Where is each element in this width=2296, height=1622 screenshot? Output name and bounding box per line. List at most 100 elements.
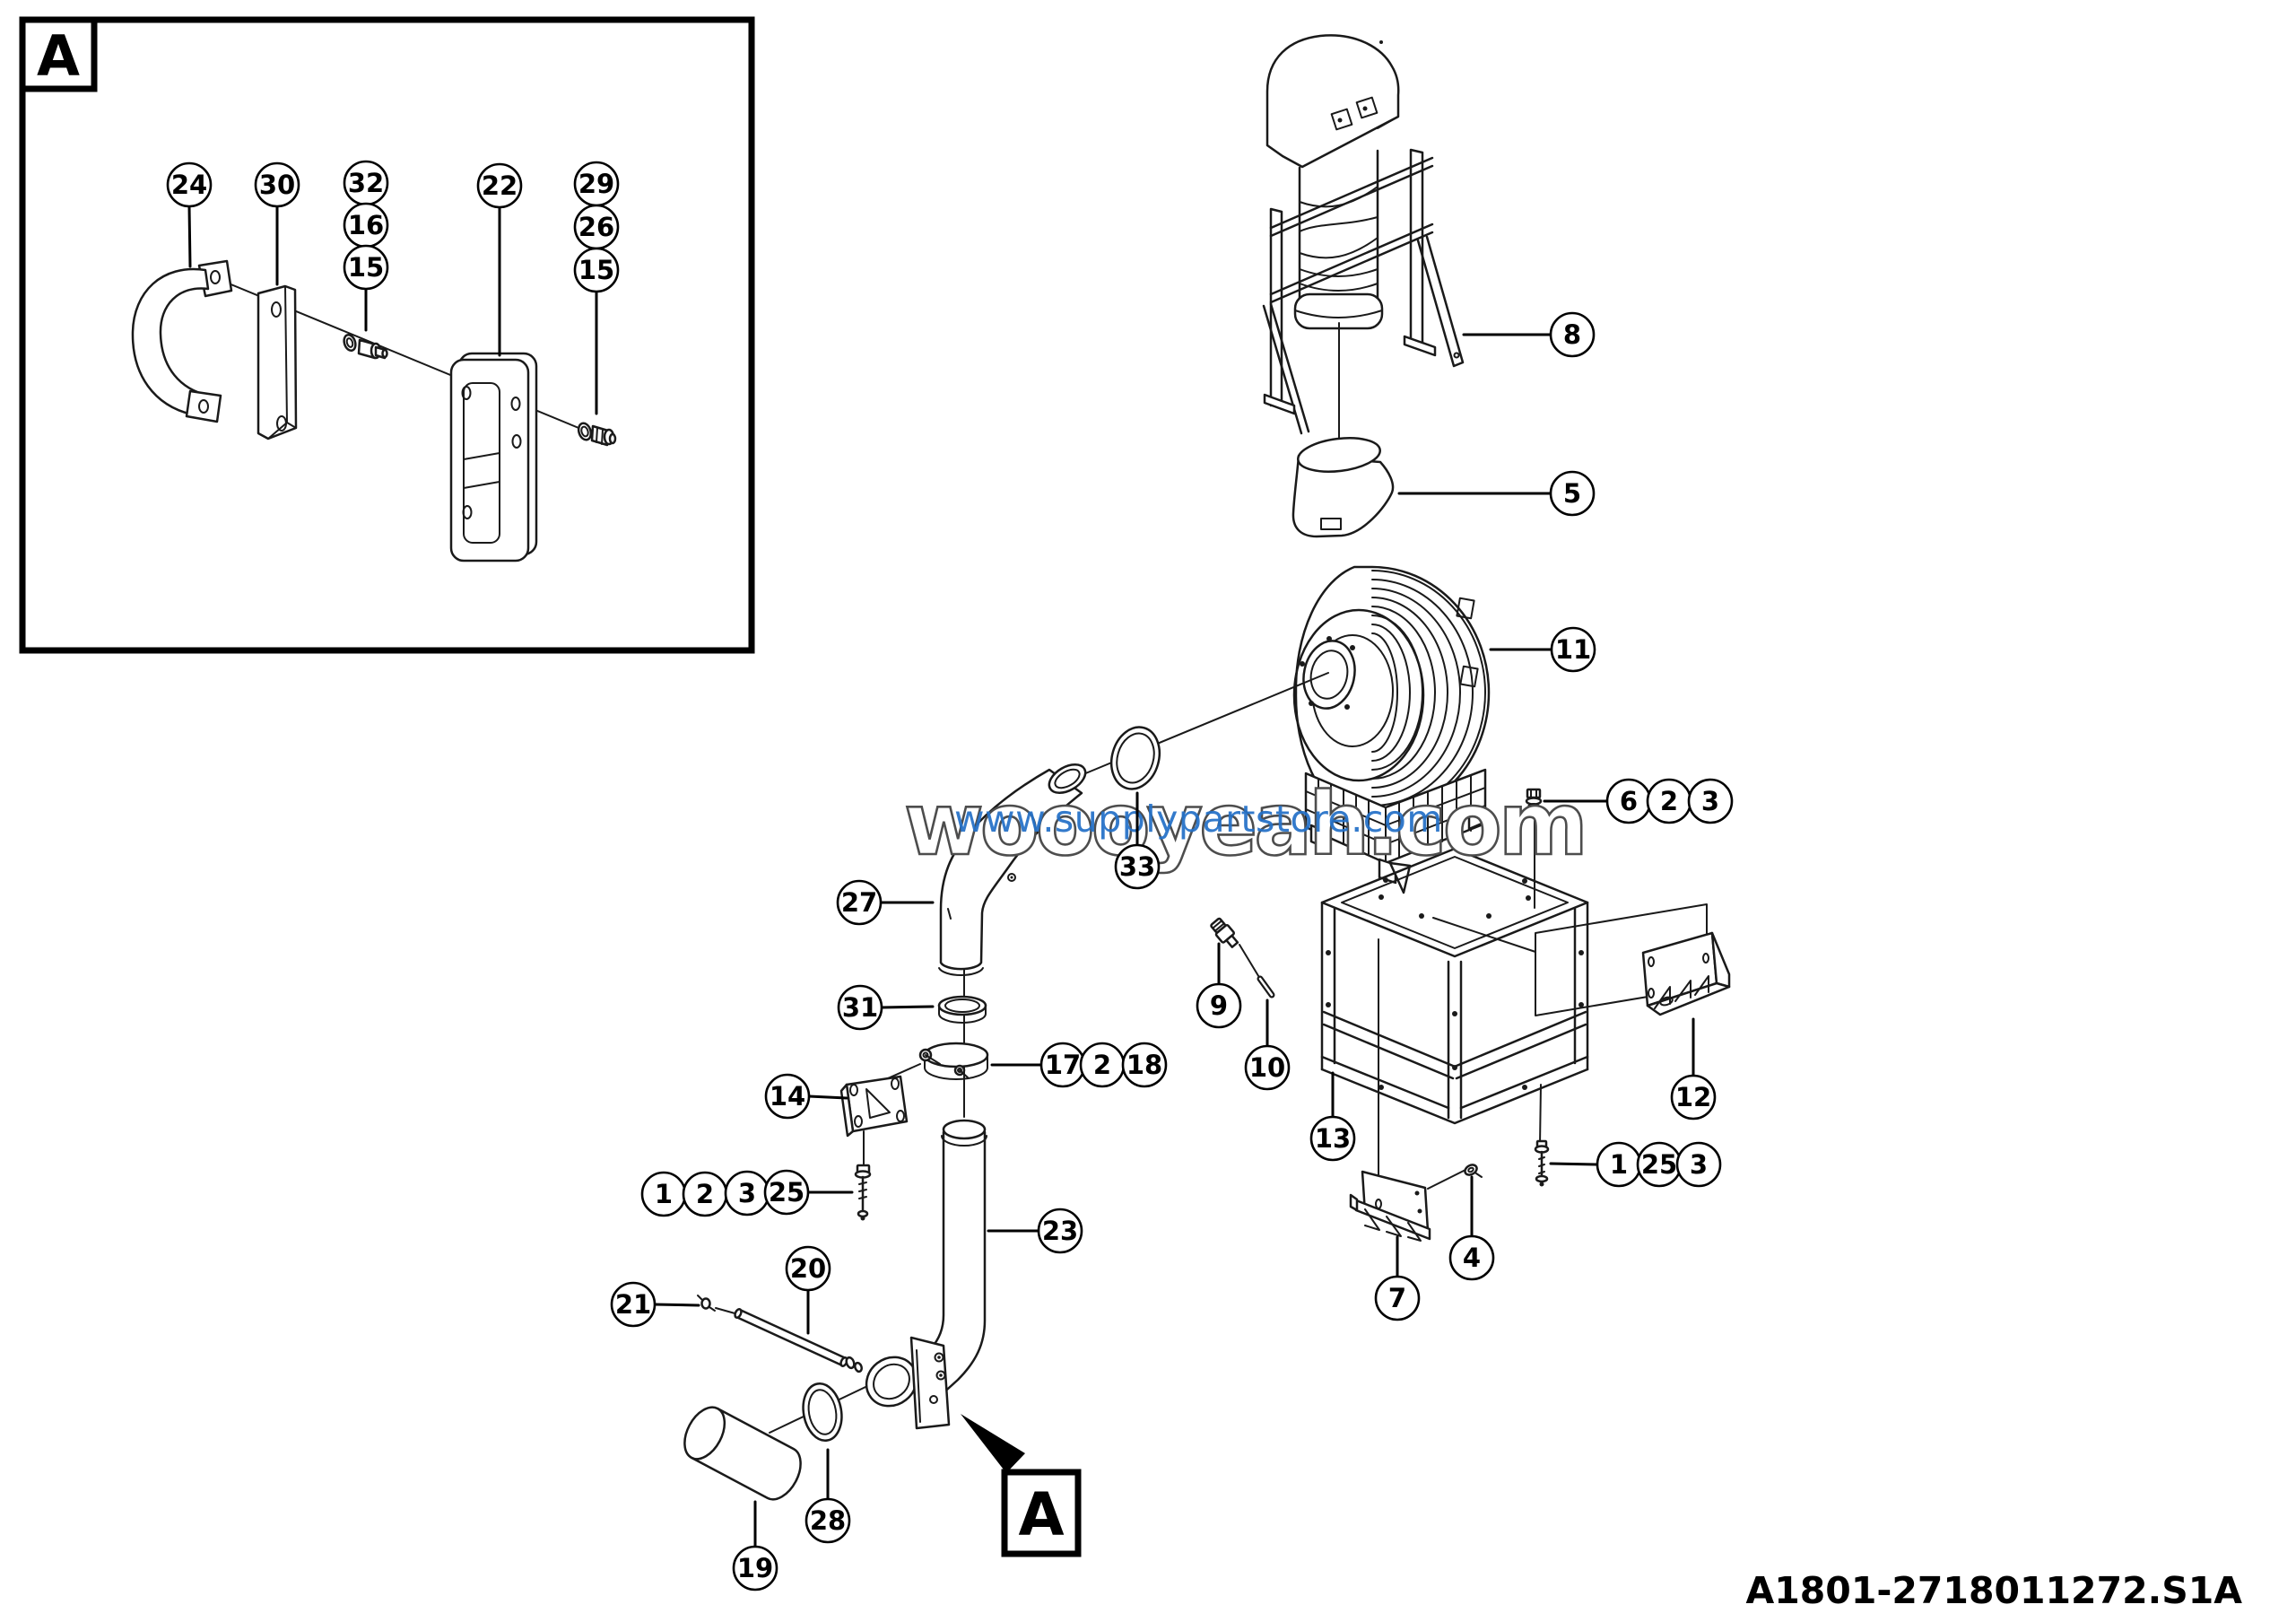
- callout-number-7: 7: [1388, 1283, 1406, 1313]
- callout-number-21: 21: [615, 1289, 651, 1320]
- detail-pointer: A: [961, 1414, 1082, 1557]
- callout-balloon-13: [1309, 1115, 1356, 1162]
- rod-20: [734, 1308, 863, 1373]
- callout-number-4: 4: [1463, 1243, 1481, 1273]
- callout-balloon-8: [1549, 311, 1596, 358]
- callout-number-3: 3: [738, 1178, 756, 1208]
- pipe-mount-bracket: [909, 1336, 951, 1430]
- pin-21: [697, 1295, 716, 1312]
- filter-cage: [1304, 768, 1487, 894]
- sensor-wire-10: [1239, 944, 1275, 998]
- callout-balloon-25: [763, 1169, 810, 1216]
- callout-balloon-22: [476, 162, 523, 209]
- callout-number-27: 27: [841, 887, 877, 918]
- leader-line-21: [653, 1303, 700, 1307]
- callout-balloon-18: [1121, 1042, 1168, 1088]
- callout-number-3: 3: [1690, 1149, 1708, 1180]
- callout-number-3: 3: [1701, 786, 1719, 816]
- drawing-code: A1801-2718011272.S1A: [1746, 1569, 2243, 1612]
- bracket-14: [839, 1075, 909, 1138]
- callout-number-1: 1: [1610, 1149, 1628, 1180]
- callout-balloon-3: [1675, 1141, 1722, 1188]
- right-leg: [1416, 235, 1465, 368]
- callout-balloon-10: [1244, 1044, 1291, 1091]
- callout-balloon-14: [764, 1073, 811, 1120]
- intake-pipe-23: [865, 1119, 987, 1430]
- stack-frame: [1262, 148, 1465, 435]
- callout-number-17: 17: [1045, 1050, 1081, 1080]
- bolt1-axis: [1539, 1084, 1542, 1146]
- callout-balloon-11: [1550, 626, 1596, 673]
- callout-number-28: 28: [810, 1505, 846, 1536]
- callout-balloon-30: [254, 161, 300, 208]
- callout-balloon-5: [1549, 470, 1596, 517]
- callout-balloon-12: [1670, 1074, 1717, 1121]
- callout-balloon-19: [732, 1545, 778, 1591]
- callout-number-30: 30: [259, 170, 295, 200]
- hose-sleeve-19: [683, 1406, 802, 1501]
- callout-balloon-20: [785, 1245, 831, 1292]
- detail-box-border: [19, 16, 755, 654]
- housing-clip: [1459, 665, 1479, 688]
- leader-line-24: [187, 205, 192, 268]
- frame-holes: [1326, 877, 1584, 1090]
- bolt-32-16-15: [343, 333, 388, 360]
- intake-stack-8: [1262, 34, 1465, 453]
- left-foot: [1263, 393, 1296, 415]
- screw-4: [1464, 1164, 1483, 1178]
- intake-cap-5: [1292, 437, 1395, 538]
- callout-number-20: 20: [790, 1253, 826, 1284]
- callout-number-9: 9: [1210, 990, 1228, 1021]
- screw4-to-bracket7-line: [1427, 1169, 1466, 1190]
- callout-balloon-7: [1374, 1275, 1421, 1321]
- watermark-outline-text: woooyeah.com: [904, 774, 1585, 875]
- bolt-25: [854, 1164, 872, 1221]
- callout-balloon-31: [837, 984, 883, 1031]
- leader-line-14: [807, 1094, 848, 1100]
- callout-number-26: 26: [578, 212, 614, 242]
- callout-balloon-28: [804, 1497, 851, 1544]
- sensor-9: [1210, 917, 1239, 948]
- callout-number-25: 25: [769, 1177, 804, 1208]
- callout-number-2: 2: [1093, 1050, 1111, 1080]
- callout-number-31: 31: [842, 992, 878, 1023]
- callout-balloon-15: [573, 247, 620, 293]
- bracket-7: [1349, 1170, 1431, 1242]
- callout-number-6: 6: [1620, 786, 1638, 816]
- callout-balloon-24: [166, 161, 213, 208]
- callout-number-24: 24: [171, 170, 207, 200]
- elbow-hose-27: [938, 763, 1087, 976]
- callout-number-12: 12: [1675, 1082, 1711, 1112]
- intake-hood: [1265, 34, 1400, 169]
- callout-number-14: 14: [770, 1081, 805, 1112]
- callout-number-8: 8: [1563, 319, 1581, 350]
- callout-number-2: 2: [696, 1179, 714, 1209]
- bracket-22: [449, 352, 538, 562]
- callout-number-10: 10: [1249, 1052, 1285, 1083]
- callout-balloon-33: [1114, 843, 1161, 890]
- callout-balloon-9: [1196, 982, 1242, 1029]
- callout-balloon-3: [1687, 778, 1734, 824]
- callout-number-5: 5: [1563, 478, 1581, 509]
- bolt-6: [1525, 788, 1543, 817]
- right-foot: [1403, 335, 1437, 357]
- bolt-1-25-3: [1534, 1139, 1550, 1187]
- callout-balloon-21: [610, 1281, 657, 1328]
- callout-number-22: 22: [482, 170, 517, 201]
- frame-to-panel-line: [1432, 917, 1536, 953]
- inlet-port: [1300, 636, 1356, 710]
- bracket-12: [1641, 931, 1731, 1016]
- support-frame-13: [1320, 816, 1589, 1203]
- callout-number-15: 15: [578, 255, 614, 285]
- o-ring-33: [1109, 726, 1161, 790]
- callout-balloon-23: [1037, 1208, 1083, 1254]
- callout-balloon-4: [1448, 1234, 1495, 1281]
- clamp-ring-31: [937, 995, 987, 1024]
- hood-clips: [1330, 96, 1378, 131]
- air-cleaner-11: [1292, 565, 1491, 894]
- detail-label-box: [19, 16, 98, 92]
- clamp-24: [131, 259, 233, 423]
